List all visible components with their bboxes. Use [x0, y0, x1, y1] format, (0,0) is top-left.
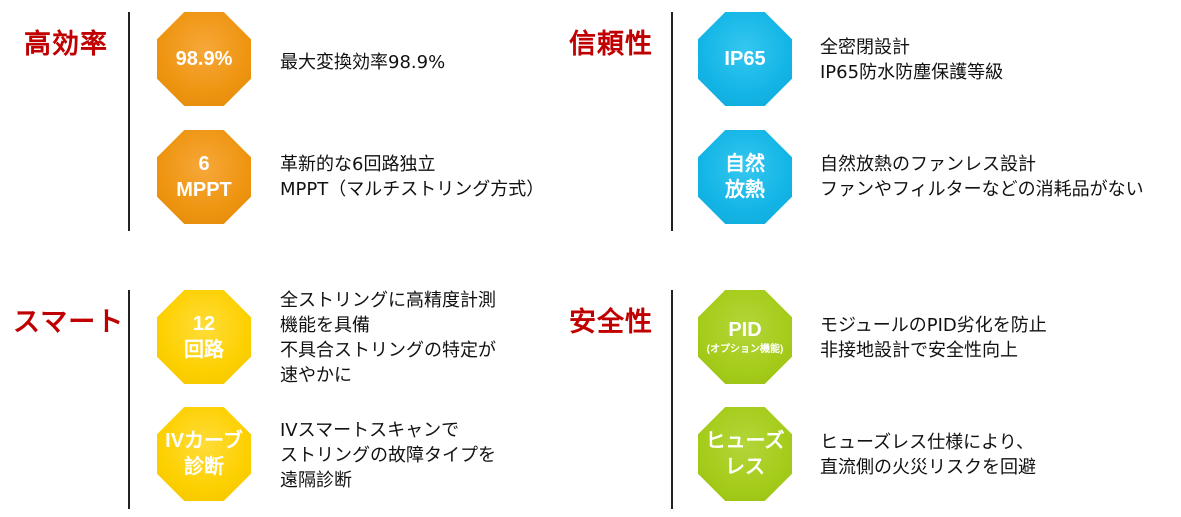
- desc-line: ヒューズレス仕様により、: [820, 432, 1035, 453]
- badge-ip65: IP65: [698, 12, 792, 106]
- badge-mppt: 6 MPPT: [157, 130, 251, 224]
- badge-natural-cooling: 自然 放熱: [698, 130, 792, 224]
- badge-12-circuits: 12 回路: [157, 290, 251, 384]
- desc-line: IP65防水防塵保護等級: [820, 62, 1004, 83]
- desc-line: 全密閉設計: [820, 37, 910, 58]
- badge-pid: PID (オプション機能): [698, 290, 792, 384]
- badge-text: 放熱: [725, 179, 765, 201]
- badge-fuseless: ヒューズ レス: [698, 407, 792, 501]
- badge-text: MPPT: [176, 179, 232, 201]
- desc-line: MPPT（マルチストリング方式）: [280, 179, 545, 200]
- desc-iv-curve: IVスマートスキャンで ストリングの故障タイプを 遠隔診断: [280, 418, 496, 493]
- desc-line: 自然放熱のファンレス設計: [820, 154, 1036, 175]
- divider-line: [671, 290, 673, 509]
- badge-text: 6: [198, 153, 210, 175]
- badge-text: 98.9%: [175, 48, 233, 70]
- desc-line: 最大変換効率98.9%: [280, 52, 446, 73]
- desc-line: 速やかに: [280, 365, 352, 386]
- divider-line: [128, 12, 130, 231]
- desc-line: IVスマートスキャンで: [280, 420, 460, 441]
- desc-12-circuits: 全ストリングに高精度計測 機能を具備 不具合ストリングの特定が 速やかに: [280, 288, 496, 388]
- desc-pid: モジュールのPID劣化を防止 非接地設計で安全性向上: [820, 313, 1047, 363]
- badge-text: IVカーブ: [165, 430, 243, 452]
- desc-line: 非接地設計で安全性向上: [820, 340, 1018, 361]
- badge-iv-curve: IVカーブ 診断: [157, 407, 251, 501]
- desc-line: 遠隔診断: [280, 470, 352, 491]
- divider-line: [671, 12, 673, 231]
- badge-efficiency: 98.9%: [157, 12, 251, 106]
- badge-text: 回路: [184, 339, 224, 361]
- desc-mppt: 革新的な6回路独立 MPPT（マルチストリング方式）: [280, 152, 544, 202]
- heading-safety: 安全性: [569, 307, 653, 338]
- badge-subtext: (オプション機能): [706, 344, 784, 355]
- desc-natural-cooling: 自然放熱のファンレス設計 ファンやフィルターなどの消耗品がない: [820, 152, 1144, 202]
- divider-line: [128, 290, 130, 509]
- desc-line: 不具合ストリングの特定が: [280, 340, 496, 361]
- desc-fuseless: ヒューズレス仕様により、 直流側の火災リスクを回避: [820, 430, 1036, 480]
- heading-reliability: 信頼性: [569, 29, 653, 60]
- badge-text: IP65: [724, 48, 766, 70]
- desc-efficiency: 最大変換効率98.9%: [280, 50, 445, 75]
- badge-text: 12: [192, 313, 216, 335]
- desc-line: ファンやフィルターなどの消耗品がない: [820, 179, 1144, 200]
- desc-line: ストリングの故障タイプを: [280, 445, 496, 466]
- desc-line: 直流側の火災リスクを回避: [820, 457, 1036, 478]
- desc-line: モジュールのPID劣化を防止: [820, 315, 1047, 336]
- desc-line: 全ストリングに高精度計測: [280, 290, 496, 311]
- badge-text: 自然: [725, 153, 765, 175]
- heading-high-efficiency: 高効率: [24, 29, 108, 60]
- badge-text: 診断: [184, 456, 224, 478]
- badge-text: PID: [728, 319, 762, 341]
- desc-line: 革新的な6回路独立: [280, 154, 436, 175]
- badge-text: ヒューズ: [705, 430, 785, 452]
- badge-text: レス: [725, 456, 765, 478]
- heading-smart: スマート: [13, 307, 125, 338]
- desc-ip65: 全密閉設計 IP65防水防塵保護等級: [820, 35, 1003, 85]
- desc-line: 機能を具備: [280, 315, 370, 336]
